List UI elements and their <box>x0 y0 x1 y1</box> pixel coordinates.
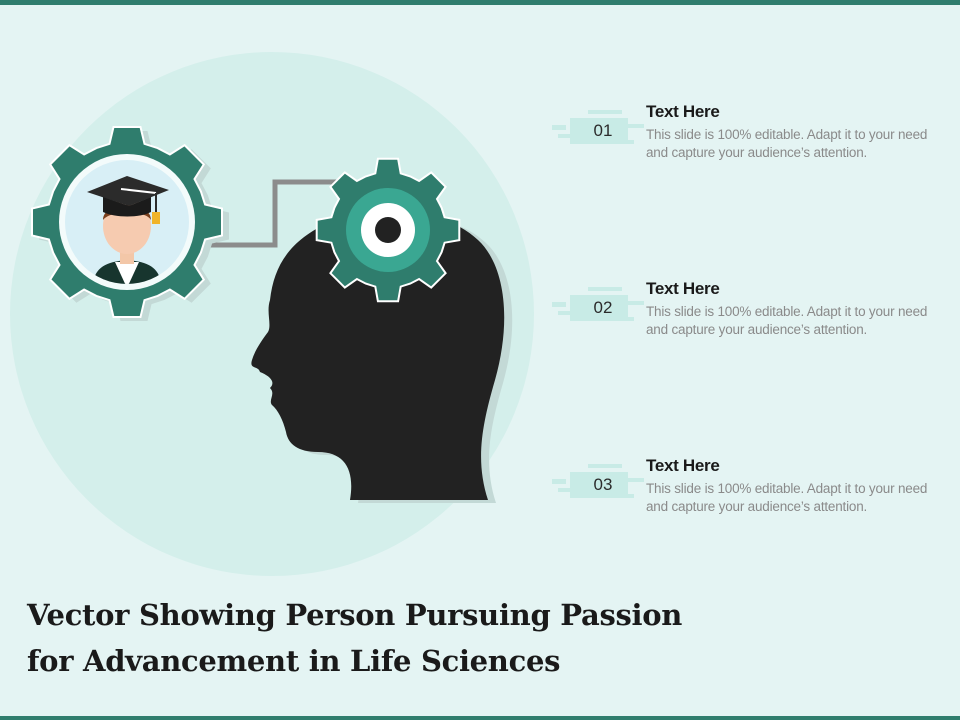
number-badge <box>552 287 644 321</box>
item-description: This slide is 100% editable. Adapt it to… <box>646 304 928 337</box>
item-description: This slide is 100% editable. Adapt it to… <box>646 481 928 514</box>
gear-hub <box>375 217 401 243</box>
connector-line <box>204 179 355 248</box>
list-item-02: 02 Text Here This slide is 100% editable… <box>552 279 952 357</box>
page-title-line-2: for Advancement in Life Sciences <box>27 644 561 678</box>
item-title: Text Here <box>646 279 720 298</box>
graduate-avatar-icon <box>59 154 195 290</box>
top-accent-bar <box>0 0 960 5</box>
human-head-silhouette-icon <box>251 213 513 503</box>
item-title: Text Here <box>646 456 720 475</box>
item-number: 03 <box>593 475 613 494</box>
item-number: 01 <box>593 121 613 140</box>
item-description: This slide is 100% editable. Adapt it to… <box>646 127 928 160</box>
list-item-01: 01 Text Here This slide is 100% editable… <box>552 102 952 180</box>
item-number: 02 <box>593 298 613 317</box>
item-title: Text Here <box>646 102 720 121</box>
bottom-accent-bar <box>0 716 960 720</box>
page-title-line-1: Vector Showing Person Pursuing Passion <box>27 598 683 632</box>
number-badge <box>552 110 644 144</box>
list-item-03: 03 Text Here This slide is 100% editable… <box>552 456 952 534</box>
head-gear-icon <box>315 157 461 303</box>
number-badge <box>552 464 644 498</box>
page-title: Vector Showing Person Pursuing Passion f… <box>27 592 887 684</box>
